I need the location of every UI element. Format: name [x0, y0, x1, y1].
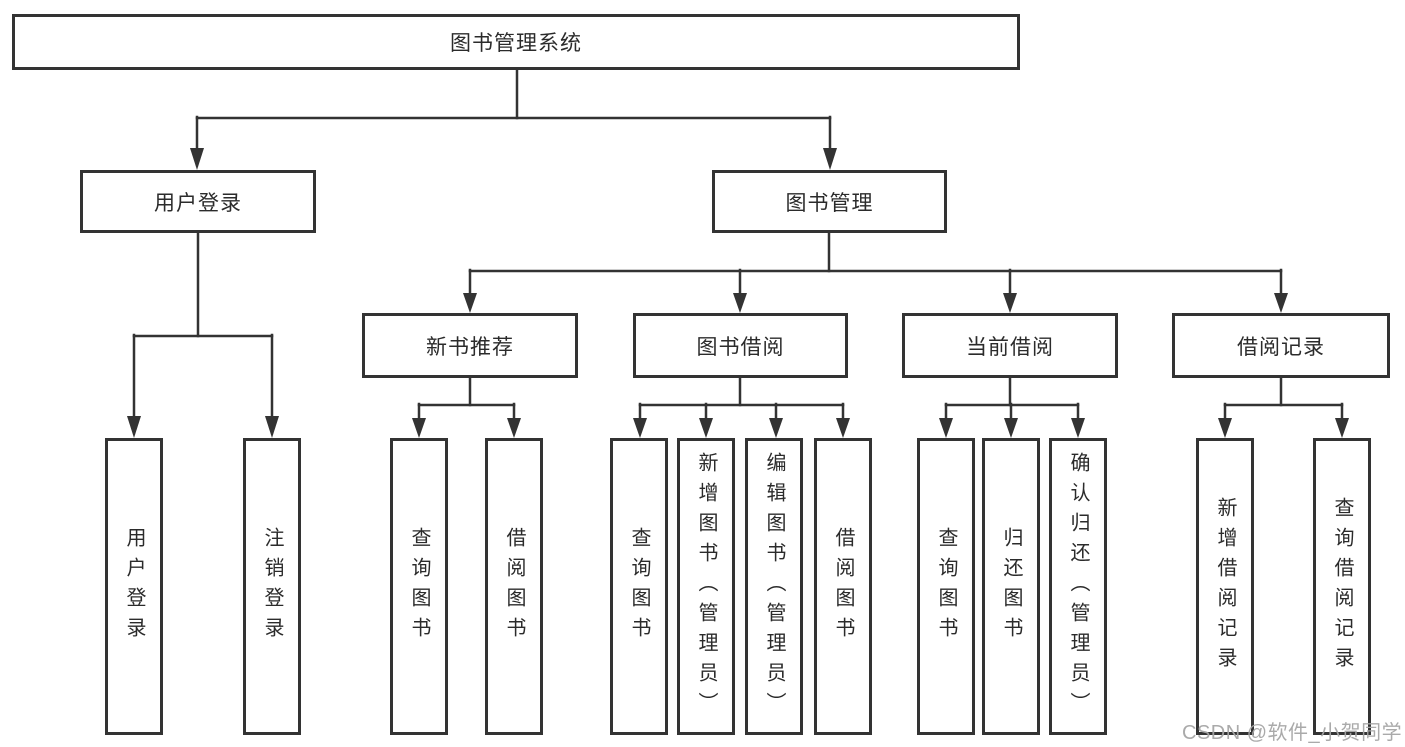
leaf-edit-books-admin: 编辑图书（管理员） [745, 438, 803, 735]
leaf-query-books: 查询图书 [917, 438, 975, 735]
arrow-down-icon [463, 293, 477, 313]
arrow-down-icon [1274, 293, 1288, 313]
leaf-user-login: 用户登录 [105, 438, 163, 735]
connector-new-book-to-leaves [412, 376, 521, 438]
connector-book-mgmt-to-level3 [463, 231, 1288, 313]
connector-book-borrow-to-leaves [633, 376, 850, 438]
arrow-down-icon [939, 418, 953, 438]
node-current-borrow: 当前借阅 [902, 313, 1118, 378]
arrow-down-icon [412, 418, 426, 438]
connector-root-to-level2 [190, 68, 837, 170]
leaf-query-books: 查询图书 [390, 438, 448, 735]
connector-current-borrow-to-leaves [939, 376, 1085, 438]
node-user-login: 用户登录 [80, 170, 316, 233]
arrow-down-icon [1003, 293, 1017, 313]
node-book-borrow: 图书借阅 [633, 313, 848, 378]
leaf-borrow-books: 借阅图书 [485, 438, 543, 735]
arrow-down-icon [190, 148, 204, 170]
leaf-add-books-admin: 新增图书（管理员） [677, 438, 735, 735]
arrow-down-icon [733, 293, 747, 313]
node-book-management: 图书管理 [712, 170, 947, 233]
node-library-management-system: 图书管理系统 [12, 14, 1020, 70]
arrow-down-icon [699, 418, 713, 438]
arrow-down-icon [1335, 418, 1349, 438]
arrow-down-icon [836, 418, 850, 438]
leaf-confirm-return-admin: 确认归还（管理员） [1049, 438, 1107, 735]
node-new-book-recommend: 新书推荐 [362, 313, 578, 378]
arrow-down-icon [1004, 418, 1018, 438]
leaf-logout: 注销登录 [243, 438, 301, 735]
arrow-down-icon [1218, 418, 1232, 438]
arrow-down-icon [769, 418, 783, 438]
leaf-return-books: 归还图书 [982, 438, 1040, 735]
leaf-query-books: 查询图书 [610, 438, 668, 735]
connector-user-login-to-leaves [127, 231, 279, 438]
arrow-down-icon [633, 418, 647, 438]
arrow-down-icon [1071, 418, 1085, 438]
leaf-borrow-books: 借阅图书 [814, 438, 872, 735]
leaf-query-borrow-record: 查询借阅记录 [1313, 438, 1371, 735]
watermark-text: CSDN @软件_小贺同学 [1182, 722, 1403, 744]
arrow-down-icon [127, 416, 141, 438]
arrow-down-icon [507, 418, 521, 438]
leaf-add-borrow-record: 新增借阅记录 [1196, 438, 1254, 735]
node-borrow-records: 借阅记录 [1172, 313, 1390, 378]
connector-borrow-records-to-leaves [1218, 376, 1349, 438]
arrow-down-icon [823, 148, 837, 170]
arrow-down-icon [265, 416, 279, 438]
